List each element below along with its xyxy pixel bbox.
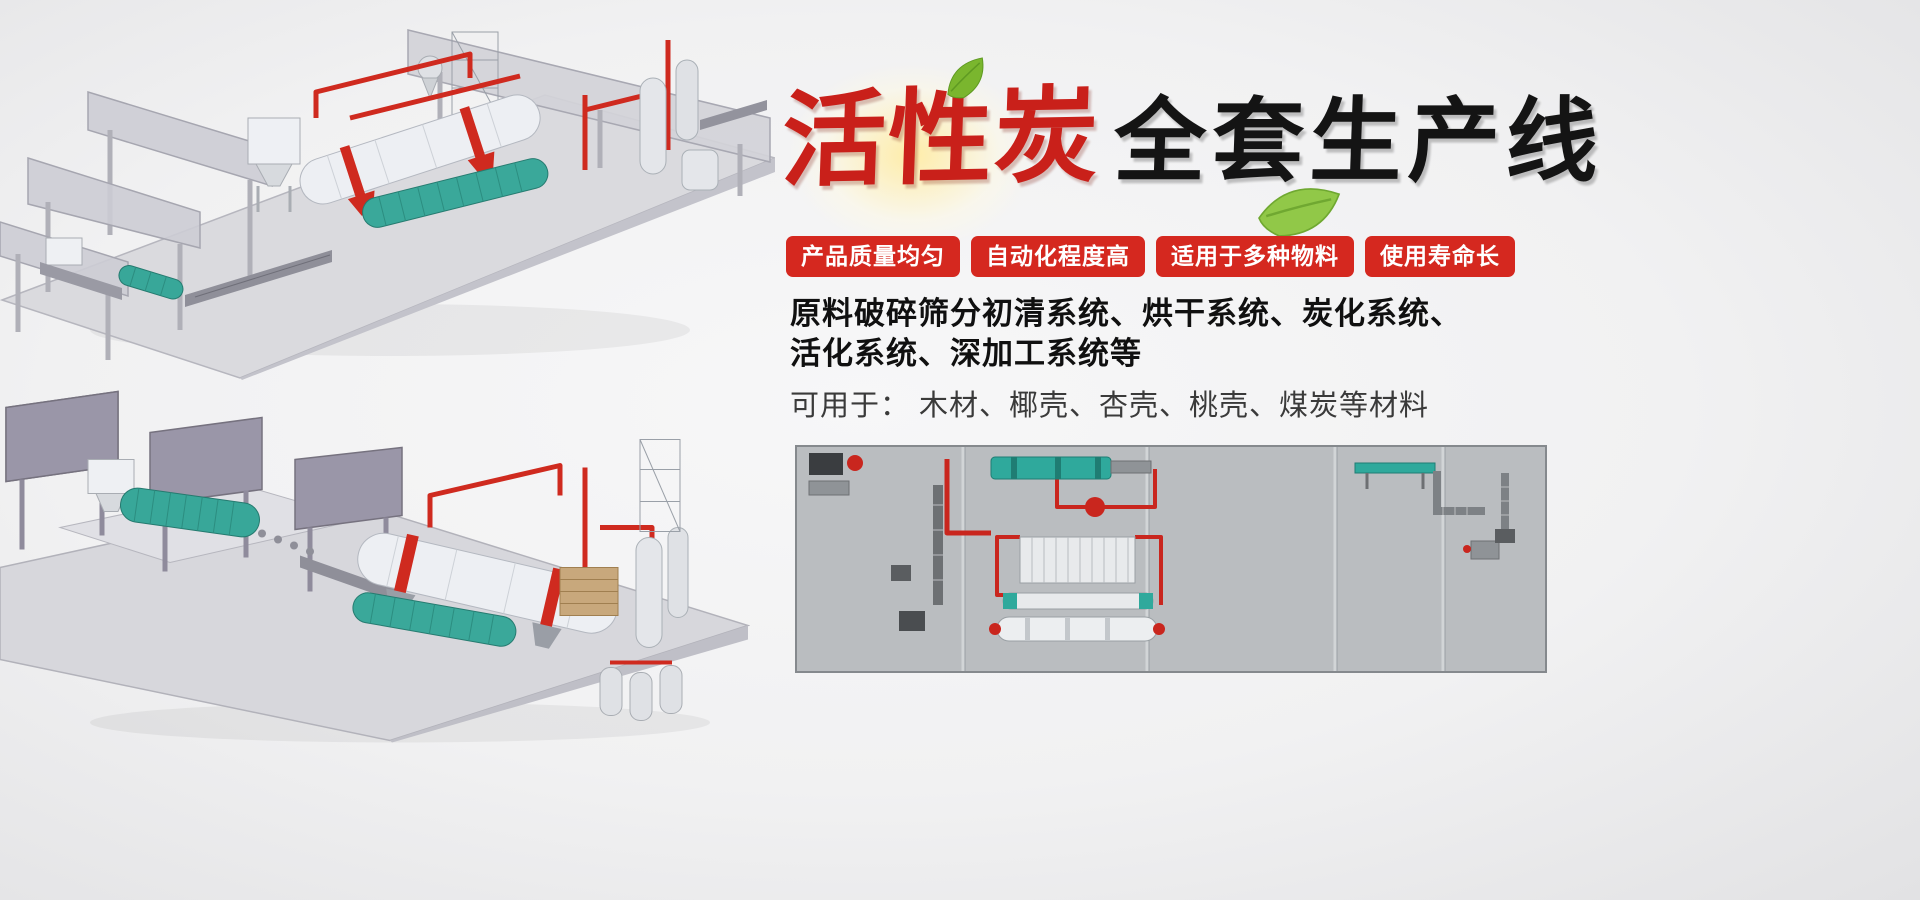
- description-block: 原料破碎筛分初清系统、烘干系统、炭化系统、 活化系统、深加工系统等 可用于： 木…: [790, 294, 1530, 424]
- red-piping: [313, 40, 671, 170]
- brick-structure: [559, 567, 619, 616]
- right-conveyors: [1354, 462, 1515, 560]
- furnace-columns: [639, 59, 767, 191]
- badge-quality: 产品质量均匀: [786, 236, 960, 277]
- layout-schematic: [795, 445, 1547, 673]
- furnace-columns: [635, 439, 689, 648]
- production-line-render-bottom-art: [0, 390, 750, 743]
- bucket-elevator: [891, 485, 943, 631]
- applications-line: 可用于： 木材、椰壳、杏壳、桃壳、煤炭等材料: [790, 390, 1430, 423]
- systems-line-1: 原料破碎筛分初清系统、烘干系统、炭化系统、: [790, 296, 1462, 331]
- badge-automation: 自动化程度高: [971, 236, 1145, 277]
- title-black-text: 全套生产线: [1112, 90, 1606, 193]
- crusher-drum: [120, 487, 260, 538]
- production-line-render-top-art: [0, 29, 775, 380]
- incline-conveyor: [185, 250, 332, 307]
- activation-drum: [362, 158, 549, 228]
- slat-grid-machine: [1019, 536, 1136, 584]
- pump: [1085, 497, 1105, 517]
- production-line-render-top: [0, 0, 775, 380]
- feed-hopper: [40, 237, 122, 300]
- carbonization-drum: [352, 592, 517, 647]
- tank-cluster: [599, 660, 683, 721]
- badge-lifespan: 使用寿命长: [1365, 236, 1515, 277]
- production-line-render-bottom: [0, 375, 750, 745]
- small-crusher-drum: [118, 265, 184, 300]
- layout-schematic-art: [795, 445, 1547, 673]
- main-title: 活性炭 全套生产线: [752, 35, 1606, 275]
- dust-collector: [247, 117, 301, 212]
- horizontal-cylinders: [989, 592, 1165, 642]
- feature-badges: 产品质量均匀 自动化程度高 适用于多种物料 使用寿命长: [786, 236, 1515, 277]
- rotary-dryer-drum: [357, 532, 618, 649]
- roller-conveyor: [258, 529, 402, 604]
- feed-hopper: [87, 459, 135, 512]
- teal-drum-top-view: [990, 456, 1152, 480]
- red-pipe-network: [944, 459, 1163, 605]
- systems-line-2: 活化系统、深加工系统等: [790, 335, 1142, 371]
- title-red-text: 活性炭: [779, 78, 1103, 200]
- control-station: [808, 453, 863, 496]
- badge-materials: 适用于多种物料: [1156, 236, 1354, 277]
